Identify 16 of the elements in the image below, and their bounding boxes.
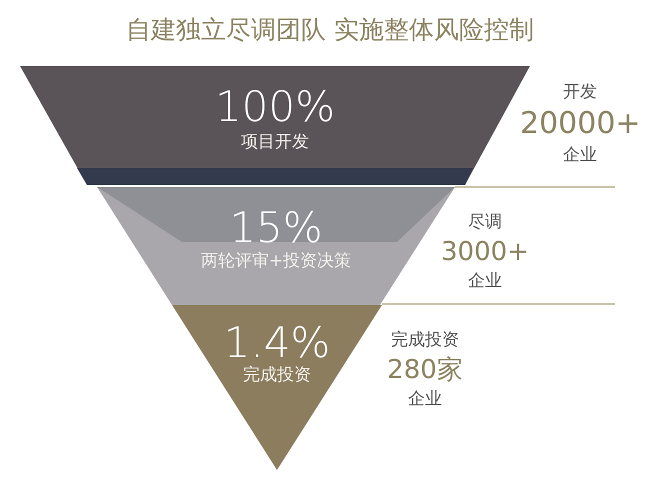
stage-label: 两轮评审+投资决策 (200, 251, 352, 271)
side-label: 开发 (562, 81, 598, 104)
side-label: 企业 (562, 144, 598, 167)
percentage-text: 1.4% (222, 320, 332, 366)
stage-label: 完成投资 (242, 365, 312, 385)
side-label: 尽调 (467, 211, 503, 234)
side-label: 完成投资 (390, 329, 460, 352)
stage-label: 项目开发 (240, 132, 310, 152)
percentage-text: 15% (228, 205, 324, 251)
percentage-text: 100% (214, 84, 336, 130)
company-count: 3000+ (440, 236, 530, 269)
company-count: 280家 (386, 354, 464, 387)
side-label: 企业 (407, 388, 443, 411)
title: 自建独立尽调团队 实施整体风险控制 (125, 14, 535, 46)
side-label: 企业 (467, 270, 503, 293)
company-count: 20000+ (520, 105, 640, 143)
